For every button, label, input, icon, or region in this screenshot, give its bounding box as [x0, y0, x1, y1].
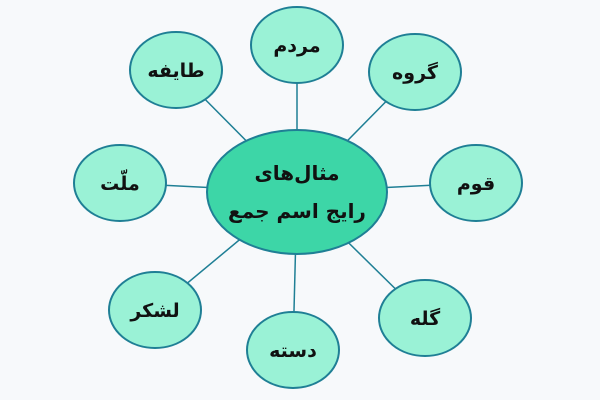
branch-ellipse: [73, 144, 167, 222]
branch-ellipse: [129, 31, 223, 109]
center-title-line2: رایج اسم جمع: [228, 199, 366, 223]
branch-node: گروه: [368, 33, 462, 111]
branch-node: مردم: [250, 6, 344, 84]
branch-ellipse: [429, 144, 523, 222]
branch-label: قوم: [457, 173, 495, 195]
branch-node: دسته: [246, 311, 340, 389]
branch-node: ملّت: [73, 144, 167, 222]
branch-node: لشکر: [108, 271, 202, 349]
branch-label: گله: [410, 307, 441, 330]
branch-node: گله: [378, 279, 472, 357]
branch-label: لشکر: [129, 300, 179, 322]
branch-label: دسته: [269, 340, 317, 362]
branch-ellipse: [368, 33, 462, 111]
branch-label: ملّت: [100, 170, 140, 195]
center-ellipse: [206, 129, 388, 255]
branch-ellipse: [108, 271, 202, 349]
branch-node: قوم: [429, 144, 523, 222]
branch-node: طایفه: [129, 31, 223, 109]
branch-label: مردم: [273, 35, 320, 57]
branch-label: طایفه: [147, 60, 204, 82]
branch-label: گروه: [392, 61, 439, 84]
center-node: مثال‌های رایج اسم جمع: [206, 129, 388, 255]
center-title-line1: مثال‌های: [254, 161, 339, 185]
branch-ellipse: [250, 6, 344, 84]
branch-ellipse: [378, 279, 472, 357]
branch-ellipse: [246, 311, 340, 389]
